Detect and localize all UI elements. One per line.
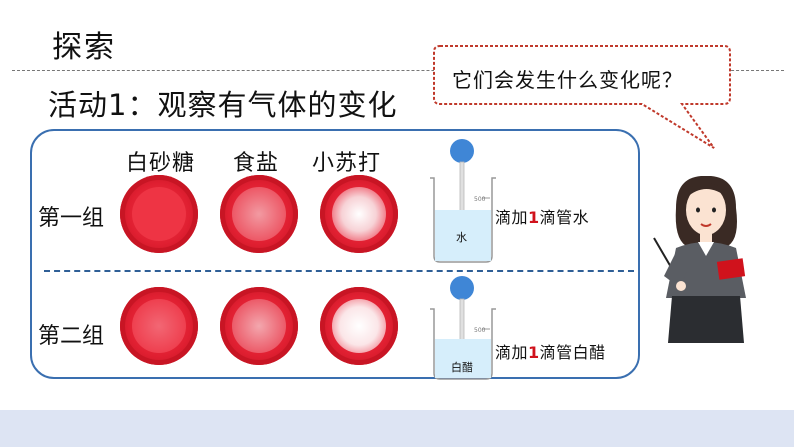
activity-subtitle: 活动1：观察有气体的变化 — [48, 88, 398, 122]
page-title: 探索 — [52, 30, 116, 65]
row-label-group1: 第一组 — [38, 206, 105, 231]
teacher-illustration — [653, 176, 746, 343]
bottle-cap-salt-group1 — [220, 175, 298, 253]
dropper-beaker-icon-group2: 500 — [430, 276, 496, 380]
row-label-group2: 第二组 — [38, 324, 105, 349]
beaker-liquid-label-group2: 白醋 — [451, 361, 473, 374]
column-label-soda: 小苏打 — [312, 151, 382, 176]
bottle-cap-soda-group1 — [320, 175, 398, 253]
speech-bubble: 它们会发生什么变化呢？ — [432, 44, 732, 154]
row-divider — [44, 270, 634, 272]
bottle-cap-salt-group2 — [220, 287, 298, 365]
instruction-group2: 滴加1滴管白醋 — [495, 343, 606, 362]
instruction-group1: 滴加1滴管水 — [495, 208, 590, 227]
bottle-cap-sugar-group2 — [120, 287, 198, 365]
speech-bubble-shape — [433, 45, 731, 149]
speech-bubble-text: 它们会发生什么变化呢？ — [452, 68, 683, 92]
dropper-beaker-icon-group1: 500 — [430, 139, 496, 263]
title-divider — [12, 70, 784, 71]
column-label-sugar: 白砂糖 — [126, 151, 196, 176]
bottle-cap-sugar-group1 — [120, 175, 198, 253]
column-label-salt: 食盐 — [233, 151, 280, 176]
footer-bar — [0, 410, 794, 447]
beaker-scale-label: 500 — [474, 327, 486, 334]
experiment-panel — [30, 129, 640, 379]
beaker-liquid-label-group1: 水 — [456, 231, 467, 244]
bottle-cap-soda-group2 — [320, 287, 398, 365]
beaker-scale-label: 500 — [474, 196, 486, 203]
